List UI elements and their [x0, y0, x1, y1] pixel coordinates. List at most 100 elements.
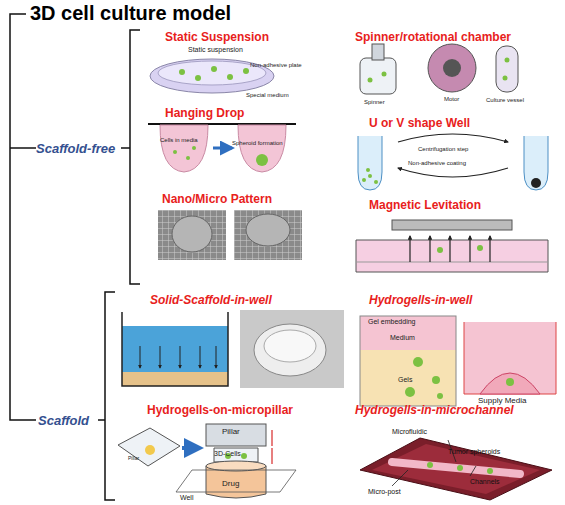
spinner-cap	[372, 44, 384, 60]
illustration-label: Motor	[444, 96, 459, 102]
dish-medium	[158, 61, 266, 85]
spheroid	[172, 216, 212, 252]
gel-dome	[480, 373, 540, 394]
group-bracket	[121, 30, 140, 284]
cell	[366, 168, 370, 172]
illustration-label: Well	[180, 494, 193, 501]
diagram-title: 3D cell culture model	[30, 2, 231, 24]
levitation-arrows	[410, 236, 490, 262]
medium	[122, 326, 228, 386]
u-well	[358, 136, 382, 190]
spheroid	[405, 387, 415, 397]
illustration-label: Channels	[470, 478, 500, 485]
illustration-label: Centrifugation step	[418, 146, 468, 152]
spheroid	[531, 178, 541, 188]
spheroid	[437, 247, 443, 253]
cell	[173, 150, 177, 154]
method-heading: Nano/Micro Pattern	[162, 192, 272, 206]
motor-hub	[443, 59, 461, 77]
arrow	[160, 346, 161, 368]
method-heading: Hydrogells-in-well	[369, 293, 472, 307]
illustration-label: Spinner	[364, 99, 385, 105]
arrow	[429, 236, 430, 262]
spheroid	[487, 468, 493, 474]
spheroid	[179, 69, 185, 75]
illustration-label: Non-adhesive coating	[408, 160, 466, 166]
tree-bracket	[10, 147, 36, 149]
method-heading: Spinner/rotational chamber	[355, 30, 511, 44]
cell	[362, 178, 366, 182]
method-heading: Hanging Drop	[165, 106, 244, 120]
cycle-arrow	[398, 134, 508, 142]
group-heading: Scaffold	[38, 413, 89, 428]
arrow	[180, 346, 181, 368]
method-panel: Hydrogells-in-well	[355, 293, 560, 408]
method-panel: U or V shape Well	[345, 116, 560, 196]
illustration-label: Pillar	[128, 456, 139, 461]
method-heading: U or V shape Well	[369, 116, 470, 130]
illustration-label: Cells in media	[160, 137, 198, 143]
spheroid	[432, 376, 440, 384]
illustration-label: Medium	[390, 334, 415, 341]
group-bracket-box: Scaffold-freeStatic SuspensionSpinner/ro…	[130, 28, 560, 286]
well	[464, 322, 556, 394]
illustration-label: 3D-Cells	[214, 450, 241, 457]
well-plate	[176, 470, 296, 492]
well-wall	[122, 312, 228, 386]
well-floor	[356, 262, 548, 263]
spheroid	[243, 68, 249, 74]
illustration-label: Spheroid formation	[232, 140, 283, 146]
scaffold-disk	[254, 324, 326, 376]
well-outline	[360, 316, 456, 406]
arrow	[469, 236, 470, 262]
method-heading: Hydrogells-in-microchannel	[355, 403, 514, 417]
group-bracket	[98, 292, 115, 500]
method-panel: Nano/Micro Pattern	[140, 192, 340, 262]
microfluidic-chip	[360, 438, 552, 500]
illustration-label: Micro-post	[368, 488, 401, 495]
drop	[160, 125, 208, 172]
process-arrow	[213, 147, 232, 150]
channel	[392, 462, 520, 474]
illustration-label: Pillar	[222, 428, 240, 436]
pillar-chip	[118, 428, 180, 466]
medium	[360, 316, 456, 350]
seeding-arrows	[140, 346, 216, 368]
spheroid	[477, 245, 483, 251]
gel	[360, 350, 456, 406]
cell	[192, 146, 196, 150]
spheroids	[179, 66, 249, 81]
illustration-label: Tumor spheroids	[448, 448, 500, 455]
spinner-flask	[360, 58, 396, 94]
spheroid	[195, 75, 201, 81]
pillar-tip	[214, 448, 258, 462]
spheroid	[437, 393, 443, 399]
group-bracket-box: ScaffoldSolid-Scaffold-in-wellHydrogells…	[105, 290, 560, 502]
cycle-arrow	[398, 168, 508, 177]
pillar	[206, 424, 266, 446]
arrow	[200, 346, 201, 368]
method-panel: Static Suspension	[140, 30, 340, 100]
cells	[362, 168, 378, 184]
magnet-plate	[392, 220, 512, 230]
spheroid	[368, 78, 373, 83]
arrow	[140, 346, 141, 368]
process-arrow	[182, 446, 200, 450]
u-well	[524, 136, 548, 190]
illustration-label: Drug	[222, 480, 239, 488]
illustration-label: Gel embedding	[368, 318, 415, 325]
cell	[374, 180, 378, 184]
method-panel: Magnetic Levitation	[345, 198, 560, 278]
tree-bracket	[10, 14, 36, 420]
illustration-label: Static suspension	[188, 46, 243, 53]
chip-top	[372, 444, 540, 494]
photo-background	[240, 310, 344, 388]
motion-arrow	[271, 430, 273, 464]
illustration-label: Microfluidic	[392, 428, 427, 435]
spheroid	[256, 154, 268, 166]
drop	[238, 125, 286, 172]
well-rim	[206, 461, 266, 471]
arrow	[489, 236, 490, 262]
